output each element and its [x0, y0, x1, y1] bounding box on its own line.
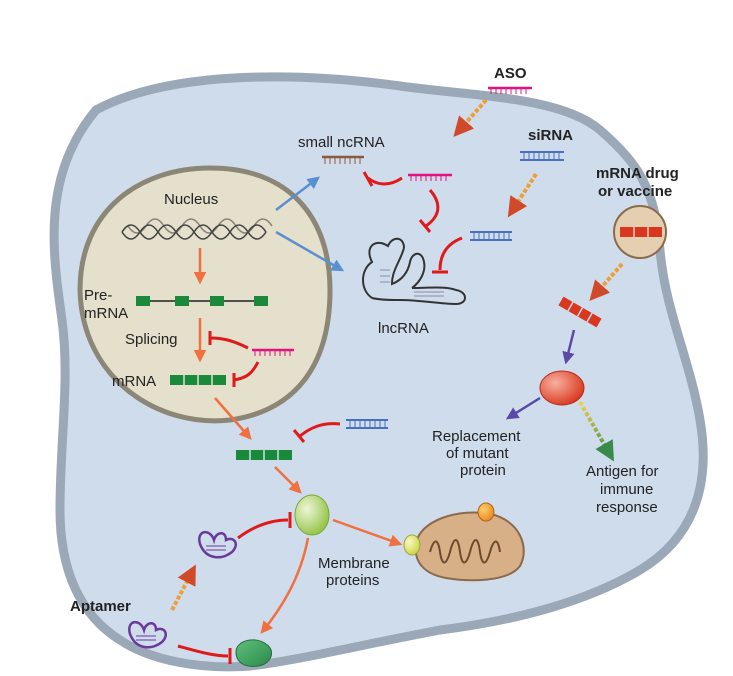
dna-helix: [121, 218, 273, 240]
to-lncrna-arrow: [275, 230, 345, 272]
inhibit-lncrna-by-aso-bar: [418, 219, 432, 233]
sirna-label: siRNA: [528, 127, 573, 144]
aptamer-lower: [128, 621, 167, 649]
inhibit-protein-by-aptamer: [237, 518, 289, 540]
extracellular-protein: [235, 639, 273, 667]
drug-protein-blob: [539, 370, 585, 406]
drug-translation-arrow: [562, 329, 576, 365]
antigen-label-line2: immune: [600, 481, 653, 498]
lncrna-label: lncRNA: [378, 320, 429, 337]
aso-molecule: [488, 86, 532, 94]
replacement-label-line3: protein: [460, 462, 506, 479]
inhibit-cytoplasmic-mrna: [299, 422, 341, 438]
pre-mrna-strand: [136, 296, 268, 306]
aso-uptake-arrow: [453, 98, 488, 137]
nucleus-label: Nucleus: [164, 191, 218, 208]
membrane-protein-yellow: [403, 534, 421, 556]
export-arrow: [214, 397, 252, 440]
mrna-drug-label-line1: mRNA drug: [596, 165, 679, 182]
cytoplasmic-aso: [408, 173, 452, 181]
mrna-label: mRNA: [112, 373, 156, 390]
mrna-drug-label-line2: or vaccine: [598, 183, 672, 200]
replacement-label-line1: Replacement: [432, 428, 521, 445]
pre-mrna-label-line2: mRNA: [84, 305, 128, 322]
membrane-proteins-label-line1: Membrane: [318, 555, 390, 572]
lncrna-structure: [362, 237, 466, 306]
sirna-molecule: [520, 151, 564, 161]
aptamer-uptake-arrow: [170, 564, 196, 611]
aptamer-label: Aptamer: [70, 598, 131, 615]
cytoplasmic-mrna: [236, 450, 292, 460]
to-small-ncrna-arrow: [275, 176, 320, 211]
small-ncrna-label: small ncRNA: [298, 134, 385, 151]
lncrna-sirna: [470, 231, 512, 241]
replacement-arrow: [505, 396, 541, 420]
lnp-uptake-arrow: [589, 262, 624, 301]
antigen-arrow: [578, 401, 614, 462]
cytoplasmic-sirna: [346, 419, 388, 429]
inhibit-lncrna-by-aso: [425, 189, 440, 228]
inhibit-small-ncrna-bar: [362, 171, 374, 187]
pre-mrna-label-line1: Pre-: [84, 287, 112, 304]
protein-blob: [294, 494, 330, 536]
lnp-mrna-cargo: [620, 227, 662, 237]
antigen-label-line1: Antigen for: [586, 463, 659, 480]
replacement-label-line2: of mutant: [446, 445, 509, 462]
nuclear-mrna: [170, 375, 226, 385]
inhibit-extracellular-protein: [177, 644, 229, 658]
sirna-uptake-arrow: [507, 172, 538, 218]
secretion-arrow: [260, 537, 310, 634]
aptamer-upper: [198, 531, 237, 559]
nuclear-aso: [252, 348, 294, 356]
to-membrane-arrow: [332, 518, 403, 547]
inhibit-small-ncrna: [367, 176, 403, 186]
membrane-protein-orange: [477, 502, 495, 522]
translation-arrow: [274, 466, 302, 494]
released-mrna-drug: [558, 296, 602, 328]
antigen-label-line3: response: [596, 499, 658, 516]
splicing-label: Splicing: [125, 331, 178, 348]
mitochondrion: [414, 511, 525, 582]
inhibit-cytoplasmic-mrna-bar: [292, 429, 306, 443]
inhibit-lncrna-by-sirna: [438, 236, 463, 271]
aso-label: ASO: [494, 65, 527, 82]
membrane-proteins-label-line2: proteins: [326, 572, 379, 589]
small-ncrna: [322, 155, 364, 164]
inhibit-mrna: [233, 361, 260, 382]
inhibit-splicing: [209, 336, 249, 350]
